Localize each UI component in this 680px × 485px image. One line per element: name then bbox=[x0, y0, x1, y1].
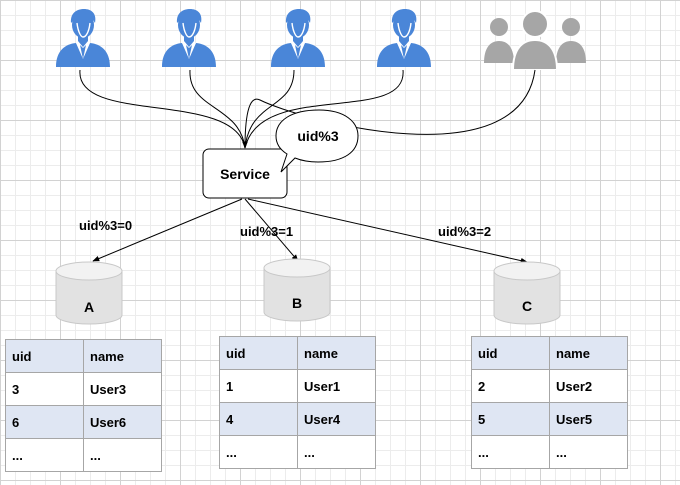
service-label: Service bbox=[220, 166, 270, 182]
cell-name: User2 bbox=[549, 369, 628, 403]
table-row: 4 User4 bbox=[219, 402, 376, 436]
hash-callout: uid%3 bbox=[275, 109, 359, 173]
user-icon-1 bbox=[55, 8, 111, 68]
header-uid: uid bbox=[471, 336, 550, 370]
cell-uid: 2 bbox=[471, 369, 550, 403]
cell-name: User3 bbox=[83, 372, 162, 406]
cell-uid: ... bbox=[5, 438, 84, 472]
user-icon-4 bbox=[376, 8, 432, 68]
header-uid: uid bbox=[219, 336, 298, 370]
shard-a-table: uid name 3 User3 6 User6 ... ... bbox=[5, 339, 162, 472]
service-box bbox=[202, 148, 288, 199]
route-label-1: uid%3=1 bbox=[240, 224, 293, 239]
table-row: ... ... bbox=[5, 438, 162, 472]
table-row: 5 User5 bbox=[471, 402, 628, 436]
header-uid: uid bbox=[5, 339, 84, 373]
table-row: 2 User2 bbox=[471, 369, 628, 403]
table-row: 1 User1 bbox=[219, 369, 376, 403]
user-icon-2 bbox=[161, 8, 217, 68]
user-icon-3 bbox=[270, 8, 326, 68]
route-arrow-a bbox=[92, 198, 243, 262]
database-a-top bbox=[55, 261, 123, 281]
cell-name: ... bbox=[549, 435, 628, 469]
curve-user-1 bbox=[79, 69, 246, 149]
database-c: C bbox=[493, 261, 561, 325]
database-b-label: B bbox=[292, 295, 302, 311]
database-a-label: A bbox=[84, 299, 94, 315]
table-row: ... ... bbox=[471, 435, 628, 469]
database-a-body bbox=[55, 270, 123, 325]
route-label-0: uid%3=0 bbox=[79, 218, 132, 233]
database-c-top bbox=[493, 261, 561, 281]
service-node: Service bbox=[202, 148, 288, 199]
cell-name: User5 bbox=[549, 402, 628, 436]
cell-name: User4 bbox=[297, 402, 376, 436]
cell-name: User6 bbox=[83, 405, 162, 439]
database-b-top bbox=[263, 258, 331, 278]
header-name: name bbox=[549, 336, 628, 370]
cell-name: ... bbox=[297, 435, 376, 469]
database-a: A bbox=[55, 261, 123, 325]
header-name: name bbox=[83, 339, 162, 373]
cell-uid: 3 bbox=[5, 372, 84, 406]
table-row: 6 User6 bbox=[5, 405, 162, 439]
callout-text: uid%3 bbox=[297, 128, 338, 144]
database-c-label: C bbox=[522, 298, 532, 314]
table-row: ... ... bbox=[219, 435, 376, 469]
cell-uid: 1 bbox=[219, 369, 298, 403]
cell-uid: ... bbox=[471, 435, 550, 469]
route-arrow-b bbox=[244, 198, 299, 262]
curve-user-3 bbox=[244, 69, 295, 149]
shard-c-table: uid name 2 User2 5 User5 ... ... bbox=[471, 336, 628, 469]
route-arrow-c bbox=[247, 198, 528, 264]
route-arrows bbox=[92, 198, 528, 264]
cell-name: ... bbox=[83, 438, 162, 472]
curve-user-4 bbox=[244, 69, 404, 149]
user-group-icon bbox=[483, 10, 587, 70]
cell-uid: 6 bbox=[5, 405, 84, 439]
table-row: 3 User3 bbox=[5, 372, 162, 406]
header-name: name bbox=[297, 336, 376, 370]
database-b-body bbox=[263, 267, 331, 322]
table-header-row: uid name bbox=[5, 339, 162, 373]
database-b: B bbox=[263, 258, 331, 322]
table-header-row: uid name bbox=[219, 336, 376, 370]
cell-name: User1 bbox=[297, 369, 376, 403]
callout-bubble bbox=[275, 109, 359, 173]
table-header-row: uid name bbox=[471, 336, 628, 370]
route-label-2: uid%3=2 bbox=[438, 224, 491, 239]
database-c-body bbox=[493, 270, 561, 325]
cell-uid: ... bbox=[219, 435, 298, 469]
shard-b-table: uid name 1 User1 4 User4 ... ... bbox=[219, 336, 376, 469]
cell-uid: 4 bbox=[219, 402, 298, 436]
curve-user-2 bbox=[189, 69, 246, 149]
cell-uid: 5 bbox=[471, 402, 550, 436]
